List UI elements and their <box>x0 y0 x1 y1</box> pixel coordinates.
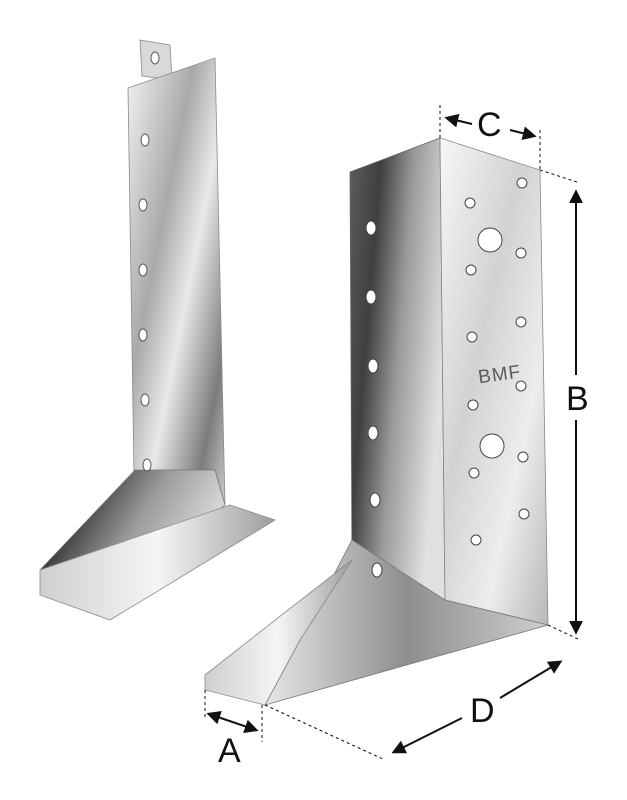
bracket-right-side-plate <box>349 137 446 601</box>
bracket-left-base <box>39 504 276 621</box>
dimension-a-arrow <box>206 710 259 734</box>
dimension-d-label: D <box>470 692 495 730</box>
dimension-c-arrow-right <box>509 126 537 141</box>
bracket-left-plate <box>127 57 226 541</box>
hole <box>464 197 476 209</box>
hole <box>365 289 377 305</box>
dimension-d-arrow-right <box>499 660 563 699</box>
bracket-right-side-holes <box>365 220 383 578</box>
hole <box>369 492 381 508</box>
hole <box>468 467 480 479</box>
hole <box>150 51 160 65</box>
hole <box>142 458 152 472</box>
hole <box>470 534 482 546</box>
dimension-lines <box>204 105 583 761</box>
dimension-a-label: A <box>218 732 241 770</box>
hole <box>138 328 148 342</box>
hole <box>515 247 527 259</box>
hole <box>138 263 148 277</box>
hole <box>138 198 148 212</box>
bracket-right: BMF <box>204 137 550 706</box>
hole <box>465 264 477 276</box>
hole <box>140 393 150 407</box>
hole <box>518 508 530 520</box>
large-hole <box>477 227 503 253</box>
hole <box>516 177 528 189</box>
hole <box>515 316 527 328</box>
bracket-left <box>39 39 276 621</box>
hole <box>371 562 383 578</box>
dimension-d-arrow-left <box>391 717 463 754</box>
hole <box>367 358 379 374</box>
hole <box>517 451 529 463</box>
hole <box>140 133 150 147</box>
dimension-b-extension-top <box>539 169 581 184</box>
hole <box>367 425 379 441</box>
dimension-c-label: C <box>477 106 502 144</box>
hole <box>515 380 527 392</box>
large-hole <box>479 433 505 459</box>
hole <box>466 331 478 343</box>
bracket-left-holes <box>138 51 160 472</box>
dimension-c-arrow-left <box>444 113 473 128</box>
dimension-d-extension <box>264 704 386 761</box>
dimension-b-label: B <box>566 380 589 418</box>
hole <box>365 220 377 236</box>
bracket-right-front-holes <box>464 177 530 546</box>
bracket-right-base <box>204 559 353 706</box>
hole <box>467 399 479 411</box>
